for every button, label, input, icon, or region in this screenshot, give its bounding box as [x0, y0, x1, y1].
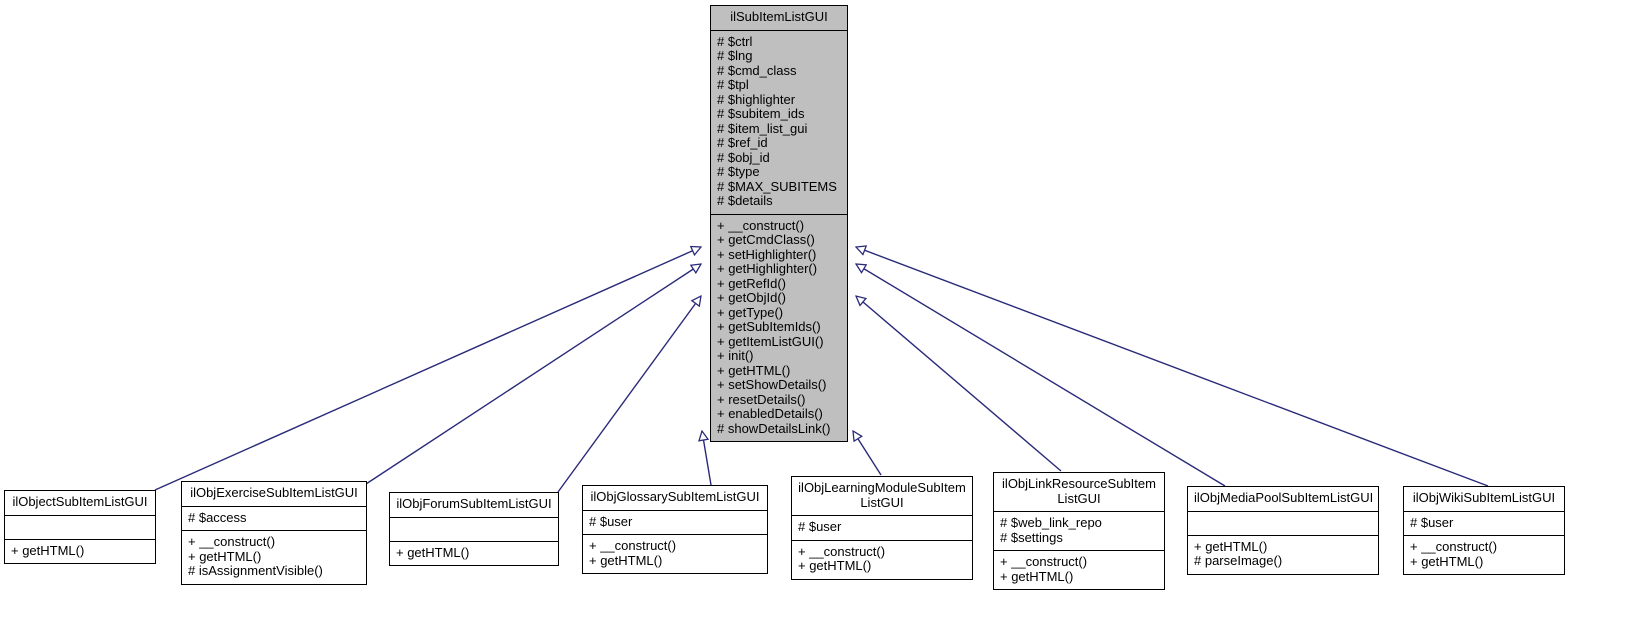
- edge-ilObjLearningModuleSubItemListGUI: [853, 431, 882, 476]
- class-attributes: [5, 516, 155, 540]
- operation: + getHTML(): [717, 362, 791, 378]
- attribute: # $type: [717, 164, 760, 179]
- operation: + getType(): [717, 304, 784, 320]
- operation: + setHighlighter(): [717, 246, 817, 262]
- operation: + enabledDetails(): [717, 406, 823, 421]
- edge-ilObjWikiSubItemListGUI: [856, 247, 1489, 487]
- class-attributes: # $user: [583, 511, 767, 535]
- attribute: # $highlighter: [717, 91, 796, 107]
- operation: + init(): [717, 348, 754, 363]
- operation: + __construct(): [188, 534, 276, 549]
- attribute: # $user: [798, 519, 842, 534]
- class-node-ilObjWikiSubItemListGUI[interactable]: ilObjWikiSubItemListGUI # $user + __cons…: [1403, 486, 1565, 575]
- class-node-ilObjMediaPoolSubItemListGUI[interactable]: ilObjMediaPoolSubItemListGUI + getHTML()…: [1187, 486, 1379, 575]
- operation: + getHighlighter(): [717, 261, 818, 276]
- attribute: # $access: [188, 509, 247, 525]
- edge-ilObjMediaPoolSubItemListGUI: [856, 264, 1226, 487]
- attribute: # $obj_id: [717, 149, 770, 165]
- operation: + getCmdClass(): [717, 232, 815, 247]
- operation: # showDetailsLink(): [717, 420, 831, 436]
- attribute: # $settings: [1000, 529, 1063, 545]
- attribute: # $user: [589, 513, 633, 529]
- operation: + __construct(): [1410, 539, 1498, 554]
- attribute: # $user: [1410, 514, 1454, 530]
- class-title: ilObjExerciseSubItemListGUI: [182, 482, 366, 507]
- class-node-ilObjLearningModuleSubItemListGUI[interactable]: ilObjLearningModuleSubItem ListGUI # $us…: [791, 476, 973, 580]
- class-title: ilSubItemListGUI: [711, 6, 847, 31]
- operation: + __construct(): [798, 543, 886, 559]
- operation: + getHTML(): [1410, 553, 1484, 569]
- operation: + resetDetails(): [717, 391, 806, 407]
- class-node-ilSubItemListGUI[interactable]: ilSubItemListGUI # $ctrl # $lng # $cmd_c…: [710, 5, 848, 442]
- class-operations: + __construct() + getHTML(): [583, 535, 767, 573]
- class-attributes: # $ctrl # $lng # $cmd_class # $tpl # $hi…: [711, 31, 847, 215]
- class-node-ilObjExerciseSubItemListGUI[interactable]: ilObjExerciseSubItemListGUI # $access + …: [181, 481, 367, 585]
- operation: + getRefId(): [717, 275, 787, 291]
- class-attributes: # $user: [1404, 512, 1564, 536]
- operation: + getHTML(): [188, 548, 262, 564]
- operation: + __construct(): [589, 538, 677, 553]
- class-operations: + __construct() + getHTML(): [994, 551, 1164, 589]
- class-title: ilObjMediaPoolSubItemListGUI: [1188, 487, 1378, 512]
- operation: + getSubItemIds(): [717, 319, 821, 334]
- operation: + getHTML(): [1000, 568, 1074, 584]
- class-operations: + getHTML() # parseImage(): [1188, 536, 1378, 574]
- class-operations: + getHTML(): [390, 542, 558, 566]
- class-title: ilObjLinkResourceSubItem ListGUI: [994, 473, 1164, 512]
- operation: + getHTML(): [11, 542, 85, 558]
- operation: + getHTML(): [589, 552, 663, 568]
- operation: + getObjId(): [717, 290, 787, 305]
- class-node-ilObjForumSubItemListGUI[interactable]: ilObjForumSubItemListGUI + getHTML(): [389, 492, 559, 566]
- attribute: # $ctrl: [717, 33, 753, 49]
- attribute: # $details: [717, 193, 773, 208]
- edge-ilObjectSubItemListGUI: [154, 247, 701, 491]
- edge-ilObjExerciseSubItemListGUI: [365, 264, 701, 485]
- operation: + getHTML(): [1194, 538, 1268, 554]
- operation: # isAssignmentVisible(): [188, 563, 323, 578]
- attribute: # $tpl: [717, 77, 749, 92]
- edge-ilObjLinkResourceSubItemListGUI: [856, 296, 1062, 472]
- class-attributes: # $user: [792, 516, 972, 541]
- operation: # parseImage(): [1194, 553, 1283, 568]
- edge-ilObjForumSubItemListGUI: [557, 296, 701, 493]
- class-attributes: [390, 518, 558, 542]
- class-operations: + __construct() + getHTML(): [792, 541, 972, 579]
- attribute: # $item_list_gui: [717, 120, 808, 136]
- class-operations: + __construct() + getHTML() # isAssignme…: [182, 531, 366, 584]
- operation: + setShowDetails(): [717, 377, 827, 392]
- class-title: ilObjectSubItemListGUI: [5, 491, 155, 516]
- class-attributes: [1188, 512, 1378, 536]
- class-attributes: # $web_link_repo # $settings: [994, 512, 1164, 551]
- class-attributes: # $access: [182, 507, 366, 531]
- operation: + __construct(): [717, 217, 805, 233]
- operation: + getHTML(): [798, 558, 872, 573]
- class-operations: + __construct() + getHTML(): [1404, 536, 1564, 574]
- attribute: # $ref_id: [717, 135, 768, 150]
- class-node-ilObjLinkResourceSubItemListGUI[interactable]: ilObjLinkResourceSubItem ListGUI # $web_…: [993, 472, 1165, 590]
- attribute: # $subitem_ids: [717, 106, 805, 121]
- class-node-ilObjectSubItemListGUI[interactable]: ilObjectSubItemListGUI + getHTML(): [4, 490, 156, 564]
- operation: + getItemListGUI(): [717, 333, 824, 349]
- operation: + getHTML(): [396, 544, 470, 560]
- attribute: # $MAX_SUBITEMS: [717, 178, 837, 194]
- class-title: ilObjForumSubItemListGUI: [390, 493, 558, 518]
- class-node-ilObjGlossarySubItemListGUI[interactable]: ilObjGlossarySubItemListGUI # $user + __…: [582, 485, 768, 574]
- class-title: ilObjLearningModuleSubItem ListGUI: [792, 477, 972, 516]
- class-operations: + __construct() + getCmdClass() + setHig…: [711, 215, 847, 442]
- attribute: # $cmd_class: [717, 62, 797, 78]
- class-operations: + getHTML(): [5, 540, 155, 564]
- operation: + __construct(): [1000, 554, 1088, 569]
- class-title: ilObjWikiSubItemListGUI: [1404, 487, 1564, 512]
- attribute: # $web_link_repo: [1000, 515, 1102, 530]
- attribute: # $lng: [717, 48, 753, 63]
- class-title: ilObjGlossarySubItemListGUI: [583, 486, 767, 511]
